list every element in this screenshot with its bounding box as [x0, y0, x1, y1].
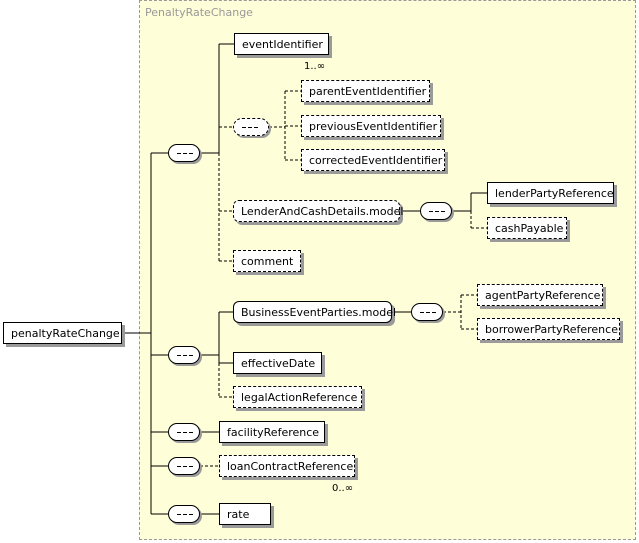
element-previous-event-identifier[interactable]: previousEventIdentifier [301, 115, 441, 137]
element-event-identifier[interactable]: eventIdentifier [234, 33, 332, 58]
element-borrower-party-reference[interactable]: borrowerPartyReference [477, 318, 620, 340]
sequence-compositor-lender[interactable] [420, 202, 452, 220]
element-effective-date[interactable]: effectiveDate [233, 352, 322, 374]
element-comment[interactable]: comment [233, 250, 301, 272]
group-business-event-parties-model[interactable]: BusinessEventParties.model [233, 301, 396, 323]
element-parent-event-identifier[interactable]: parentEventIdentifier [301, 80, 430, 102]
element-agent-party-reference[interactable]: agentPartyReference [477, 284, 603, 306]
element-lender-party-reference[interactable]: lenderPartyReference [487, 182, 614, 204]
sequence-compositor-rate[interactable] [168, 505, 200, 523]
group-lender-and-cash-details-model[interactable]: LenderAndCashDetails.model [233, 200, 403, 222]
element-rate[interactable]: rate [219, 503, 271, 525]
container-title: PenaltyRateChange [145, 6, 253, 19]
sequence-compositor-loan-contract[interactable] [168, 457, 200, 475]
sequence-compositor-facility[interactable] [168, 423, 200, 441]
sequence-compositor-parties[interactable] [411, 303, 443, 321]
element-facility-reference[interactable]: facilityReference [219, 421, 325, 443]
element-legal-action-reference[interactable]: legalActionReference [233, 386, 362, 408]
choice-compositor-event[interactable] [233, 118, 269, 136]
sequence-compositor-2[interactable] [168, 346, 200, 364]
element-loan-contract-reference[interactable]: loanContractReference [219, 455, 358, 480]
sequence-compositor-1[interactable] [168, 144, 200, 162]
element-cash-payable[interactable]: cashPayable [487, 217, 567, 239]
cardinality-loan-contract-reference: 0..∞ [332, 483, 354, 494]
root-element-penalty-rate-change[interactable]: penaltyRateChange [3, 322, 122, 344]
element-corrected-event-identifier[interactable]: correctedEventIdentifier [301, 149, 445, 171]
cardinality-event-identifier: 1..∞ [304, 61, 326, 72]
